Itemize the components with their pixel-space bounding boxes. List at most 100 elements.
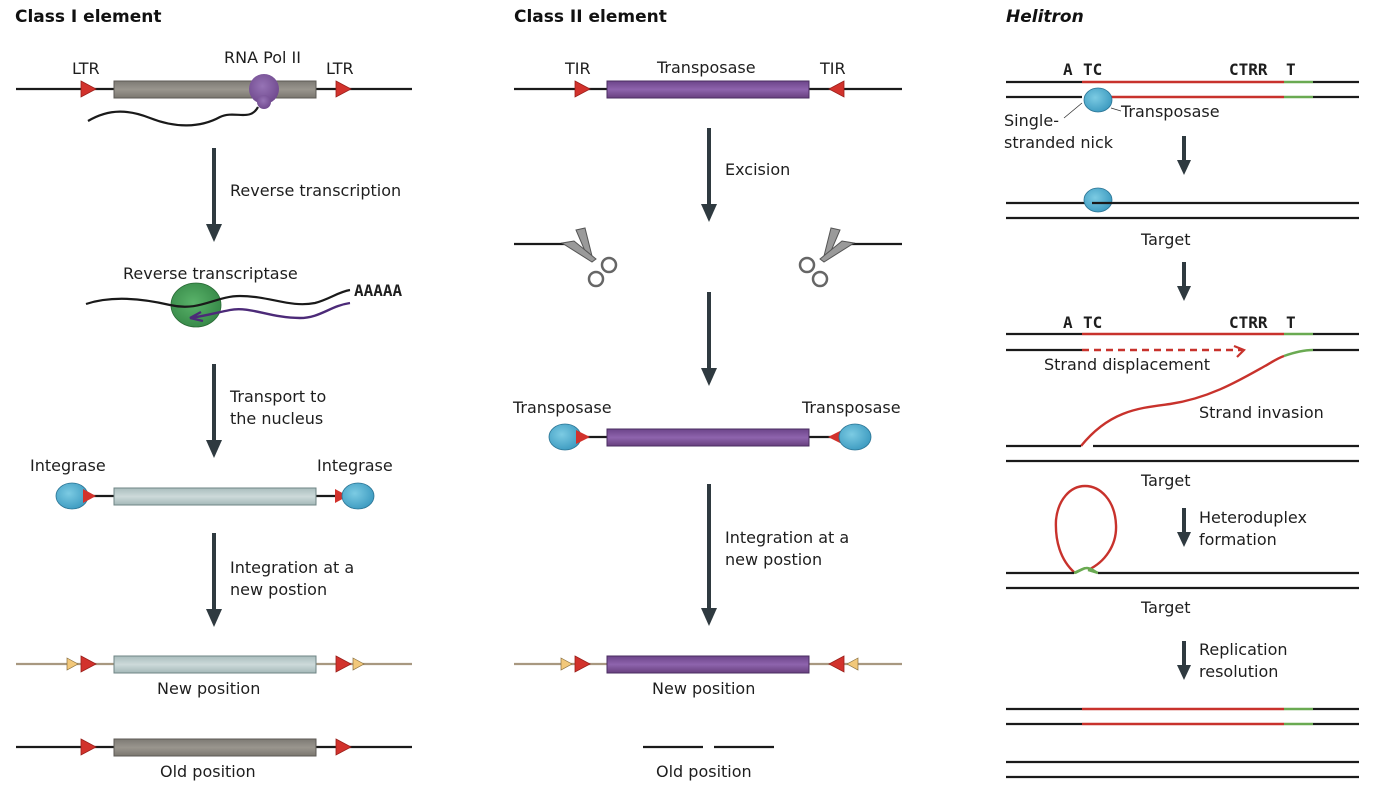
class2-element-body	[606, 428, 810, 447]
ltr-triangle-icon	[335, 655, 352, 673]
step-integration-line2: new postion	[230, 580, 327, 599]
nick-label-line1: Single-	[1004, 111, 1059, 130]
old-position-label: Old position	[656, 762, 752, 781]
transposase-label: Transposase	[1120, 102, 1220, 121]
transposase-right-label: Transposase	[801, 398, 901, 417]
class1-element-body	[113, 655, 317, 674]
rna-pol-ii-icon	[257, 95, 271, 109]
class1-new-position: New position	[16, 655, 412, 698]
nick-label-line2: stranded nick	[1004, 133, 1114, 152]
tir-triangle-icon	[574, 80, 591, 98]
step-arrow-icon	[206, 148, 222, 242]
old-position-label: Old position	[160, 762, 256, 781]
scissors-icon	[560, 227, 618, 288]
step-integration-line1: Integration at a	[725, 528, 849, 547]
tir-triangle-icon	[828, 80, 845, 98]
new-position-label: New position	[157, 679, 260, 698]
class2-title: Class II element	[514, 7, 667, 27]
transposase-left-label: Transposase	[512, 398, 612, 417]
target-label: Target	[1140, 230, 1191, 249]
transposase-protein-icon	[1083, 187, 1113, 213]
tsd-triangle-icon	[560, 657, 573, 671]
seq-ctrr: CTRR	[1229, 313, 1268, 332]
seq-a: A	[1063, 60, 1073, 79]
step-arrow-icon	[701, 292, 717, 386]
class1-element-initial: LTR RNA Pol II LTR	[16, 48, 412, 127]
class2-element-initial: TIR Transposase TIR	[514, 58, 902, 99]
heteroduplex-label-line1: Heteroduplex	[1199, 508, 1307, 527]
transposase-complex: Transposase Transposase	[512, 398, 901, 451]
helitron-stage-target-binding: Target	[1006, 187, 1359, 249]
step-transport-line1: Transport to	[229, 387, 326, 406]
ltr-right-label: LTR	[326, 59, 354, 78]
class2-element-body	[606, 655, 810, 674]
ltr-triangle-icon	[80, 80, 97, 98]
replication-label-line1: Replication	[1199, 640, 1288, 659]
ltr-left-label: LTR	[72, 59, 100, 78]
class1-element-body	[113, 738, 317, 757]
class1-old-position: Old position	[16, 738, 412, 781]
transposase-protein-icon	[838, 423, 872, 451]
seq-tc: TC	[1083, 313, 1102, 332]
tsd-triangle-icon	[66, 657, 79, 671]
class2-panel: Class II element TIR Transposase TIR Exc…	[512, 7, 902, 781]
tir-left-label: TIR	[564, 59, 591, 78]
class1-element-body	[113, 487, 317, 506]
strand-displacement-label: Strand displacement	[1044, 355, 1210, 374]
heteroduplex-label-line2: formation	[1199, 530, 1277, 549]
tsd-triangle-icon	[352, 657, 365, 671]
helitron-stage-heteroduplex: Target	[1006, 484, 1359, 617]
class2-old-position: Old position	[643, 745, 774, 781]
helitron-stage-initial: A TC CTRR T Transposase Single- stranded…	[1004, 60, 1359, 152]
tir-right-label: TIR	[819, 59, 846, 78]
cdna-strand	[189, 301, 351, 323]
step-arrow-icon	[1177, 136, 1191, 175]
new-position-label: New position	[652, 679, 755, 698]
class2-element-body	[606, 80, 810, 99]
replication-label-line2: resolution	[1199, 662, 1278, 681]
helitron-stage-invasion: A TC CTRR T Strand displacement Strand i…	[1006, 313, 1359, 490]
seq-ctrr: CTRR	[1229, 60, 1268, 79]
helitron-title: Helitron	[1006, 7, 1084, 27]
ltr-triangle-icon	[83, 489, 96, 503]
ltr-triangle-icon	[80, 738, 97, 756]
step-arrow-icon	[206, 533, 222, 627]
helitron-stage-resolved	[1006, 707, 1359, 779]
class1-panel: Class I element LTR RNA Pol II LTR Rever…	[15, 7, 412, 781]
integrase-right-label: Integrase	[317, 456, 393, 475]
step-arrow-icon	[206, 364, 222, 458]
step-arrow-icon	[1177, 641, 1191, 680]
target-label: Target	[1140, 598, 1191, 617]
step-excision-label: Excision	[725, 160, 790, 179]
tir-triangle-icon	[828, 655, 845, 673]
rna-template	[85, 288, 351, 308]
seq-t: T	[1286, 60, 1296, 79]
step-arrow-icon	[701, 484, 717, 626]
excision-cut-right	[798, 227, 902, 288]
transposase-protein-icon	[1083, 87, 1113, 113]
excision-cut-left	[514, 227, 618, 288]
tir-triangle-icon	[828, 430, 842, 444]
ltr-triangle-icon	[335, 738, 352, 756]
strand-invasion-label: Strand invasion	[1199, 403, 1324, 422]
step-arrow-icon	[701, 128, 717, 222]
tir-triangle-icon	[574, 655, 591, 673]
seq-tc: TC	[1083, 60, 1102, 79]
helitron-panel: Helitron A TC CTRR T Transposase Single-…	[1004, 7, 1359, 779]
tsd-triangle-icon	[846, 657, 859, 671]
helitron-loop	[1054, 484, 1118, 574]
transposase-gene-label: Transposase	[656, 58, 756, 77]
ltr-triangle-icon	[335, 489, 348, 503]
rna-pol-label: RNA Pol II	[224, 48, 301, 67]
step-integration-line2: new postion	[725, 550, 822, 569]
step-arrow-icon	[1177, 262, 1191, 301]
step-reverse-transcription-label: Reverse transcription	[230, 181, 401, 200]
step-transport-line2: the nucleus	[230, 409, 323, 428]
ltr-triangle-icon	[80, 655, 97, 673]
tir-triangle-icon	[576, 430, 590, 444]
seq-t: T	[1286, 313, 1296, 332]
poly-a-tail-label: AAAAA	[354, 281, 403, 300]
rna-transcript	[87, 106, 259, 127]
step-arrow-icon	[1177, 508, 1191, 547]
